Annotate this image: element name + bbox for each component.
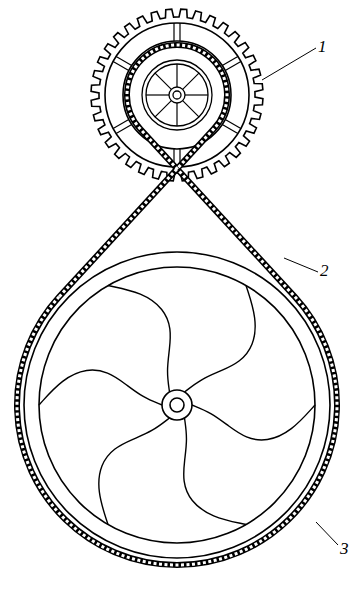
- gear-ring: [173, 91, 181, 99]
- gear-ring: [123, 41, 231, 149]
- wheel-spoke: [184, 418, 246, 525]
- wheel-spoke: [185, 285, 256, 392]
- sprocket-spoke: [155, 73, 171, 89]
- chain-wheel: [24, 252, 330, 558]
- wheel-spoke: [99, 418, 170, 525]
- wheel-ring: [162, 390, 192, 420]
- gear-teeth: [91, 9, 263, 181]
- sprocket-spoke: [146, 94, 169, 95]
- gear-ring: [169, 87, 185, 103]
- leader-line: [262, 48, 316, 80]
- leader-lines: [262, 48, 338, 545]
- sprocket-spoke: [176, 64, 177, 87]
- gear-spoke: [222, 125, 238, 134]
- gear-spoke: [179, 23, 180, 41]
- chain: [17, 45, 337, 565]
- gear-ring: [142, 60, 212, 130]
- gear-spoke: [225, 62, 241, 71]
- sprocket-spoke: [183, 101, 199, 117]
- gear-spoke: [116, 56, 132, 65]
- callout-number: 2: [320, 262, 329, 279]
- wheel-ring: [39, 267, 315, 543]
- callout-number: 3: [340, 540, 349, 557]
- sprocket-spoke: [176, 103, 177, 126]
- gear-ring: [146, 64, 208, 126]
- wheel-ring: [24, 252, 330, 558]
- gear-assembly: [91, 9, 263, 181]
- gear-spoke: [113, 119, 129, 128]
- wheel-spoke: [108, 285, 170, 392]
- wheel-ring: [170, 398, 184, 412]
- sprocket-spoke: [155, 101, 171, 117]
- leader-line: [316, 522, 338, 545]
- callout-number: 1: [318, 38, 327, 55]
- chain-links: [17, 45, 337, 565]
- wheel-spoke: [192, 405, 315, 440]
- chain-outline: [17, 45, 337, 565]
- leader-line: [284, 258, 318, 272]
- sprocket-spoke: [185, 94, 208, 95]
- sprocket-spoke: [183, 73, 199, 89]
- wheel-spoke: [39, 370, 162, 405]
- gear-spoke: [173, 23, 174, 41]
